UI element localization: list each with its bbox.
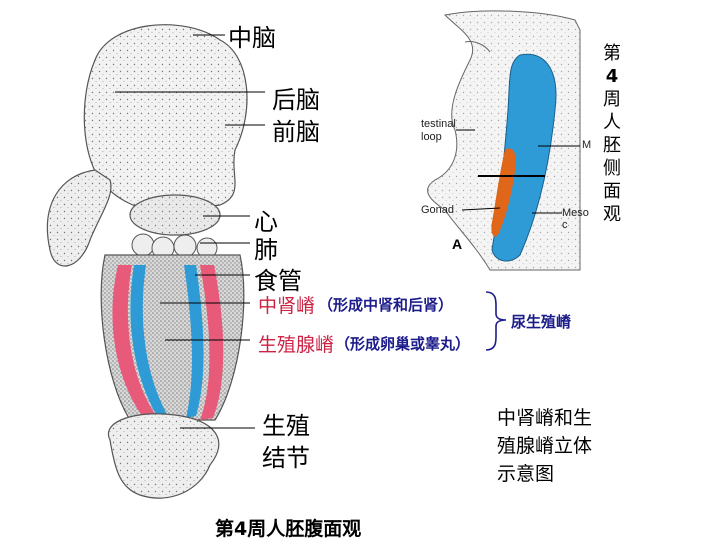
label-esophagus: 食管 xyxy=(254,267,302,295)
side-title-char: 周 xyxy=(603,89,621,110)
embryo-lateral-view xyxy=(427,10,581,271)
label-genital-ridge-note: （形成卵巢或睾丸） xyxy=(335,335,471,353)
side-title-char: 第 xyxy=(603,43,621,64)
label-genital-ridge: 生殖腺嵴 xyxy=(258,334,335,356)
side-title-char: 观 xyxy=(603,204,621,225)
lateral-blue-ridge xyxy=(491,53,557,262)
mesonephric-ridge-left xyxy=(112,265,158,420)
mesonephric-ridge-right xyxy=(200,265,224,420)
genital-ridge-left xyxy=(130,265,168,418)
label-midbrain: 中脑 xyxy=(228,24,276,52)
side-title-char: 人 xyxy=(603,112,621,133)
label-heart: 心 xyxy=(254,208,278,236)
summary-text: 中肾嵴和生 殖腺嵴立体 示意图 xyxy=(497,407,593,485)
lateral-gonad xyxy=(491,148,516,237)
side-title-vertical: 第 4 周 人 胚 侧 面 观 xyxy=(601,42,623,226)
label-meso-partial: Meso c xyxy=(562,207,589,231)
label-gonad: Gonad xyxy=(421,204,455,216)
label-mesonephric-ridge-note: （形成中肾和后肾） xyxy=(318,296,454,314)
label-hindbrain: 后脑 xyxy=(272,86,320,114)
label-forebrain: 前脑 xyxy=(272,118,320,146)
leader-lines-ventral xyxy=(115,34,265,429)
label-lung: 肺 xyxy=(254,236,278,264)
label-m-partial: M xyxy=(582,139,592,151)
label-panel-a: A xyxy=(452,236,463,252)
label-genital-tubercle: 生殖 结节 xyxy=(262,412,310,472)
side-title-char: 侧 xyxy=(603,158,621,179)
label-mesonephric-ridge: 中肾嵴 xyxy=(258,295,316,317)
label-testinal-loop: testinal loop xyxy=(421,118,456,143)
side-title-char: 面 xyxy=(603,181,621,202)
caption-ventral-view: 第4周人胚腹面观 xyxy=(215,518,362,540)
urogenital-bracket xyxy=(485,291,507,351)
embryo-ventral-view xyxy=(46,24,248,499)
label-urogenital-ridge: 尿生殖嵴 xyxy=(511,313,572,331)
side-title-char: 胚 xyxy=(603,135,621,156)
side-title-char: 4 xyxy=(605,66,619,87)
